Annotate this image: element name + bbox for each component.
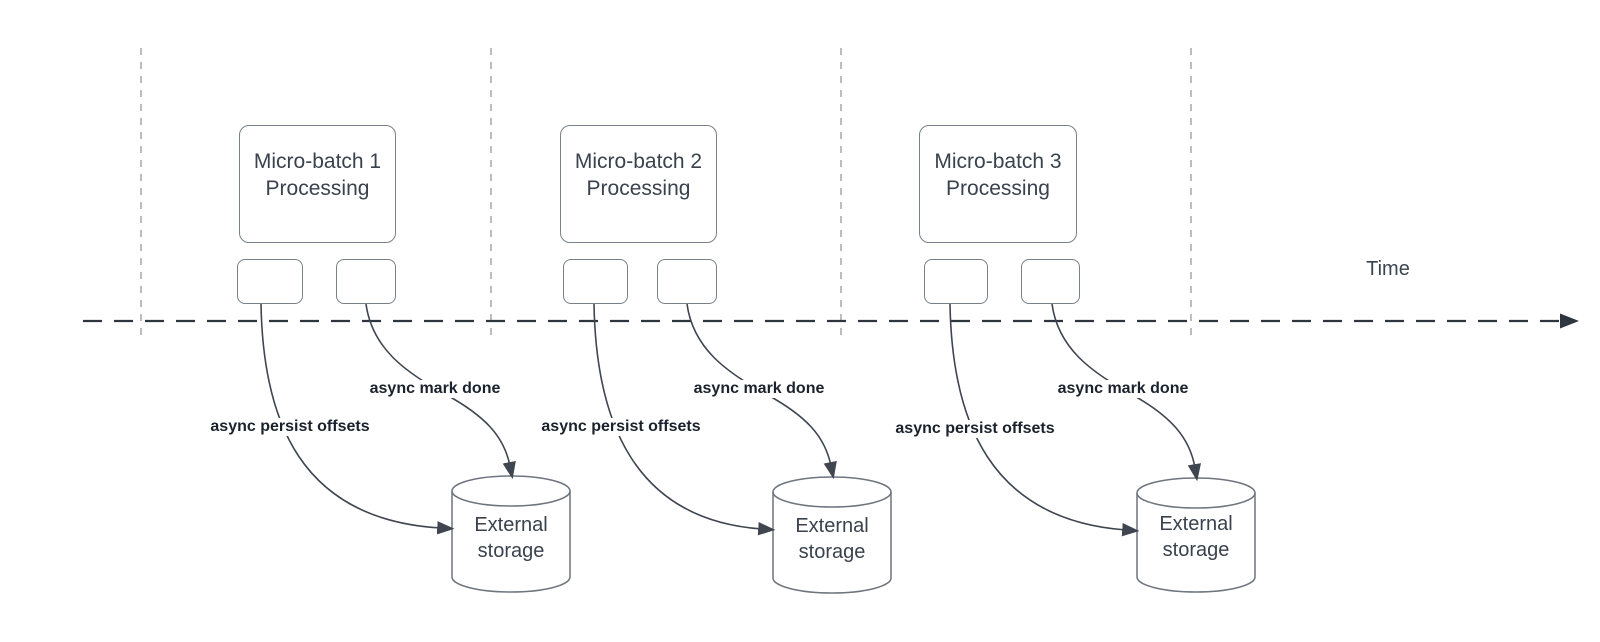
- external-storage-label-3-line2: storage: [1162, 539, 1230, 561]
- external-storage-cylinder-2: [772, 476, 892, 594]
- persist-offsets-arrow-3: [949, 303, 1140, 537]
- micro-batch-1-box: Micro-batch 1 Processing: [239, 125, 396, 243]
- external-storage-cylinder-2-rim: [772, 491, 892, 508]
- external-storage-label-2: External storage: [773, 497, 891, 573]
- micro-batch-2-title-line1: Micro-batch 2: [574, 150, 703, 173]
- external-storage-label-1-line2: storage: [477, 540, 545, 562]
- mark-done-label-1: async mark done: [366, 380, 504, 398]
- mark-done-label-3: async mark done: [1054, 380, 1192, 398]
- external-storage-label-1: External storage: [452, 496, 570, 572]
- external-storage-label-3-line1: External: [1159, 513, 1233, 535]
- micro-batch-1-title-line2: Processing: [265, 177, 370, 200]
- external-storage-label-3: External storage: [1137, 497, 1255, 569]
- mark-done-task-box-1: [336, 259, 396, 304]
- micro-batch-3-title-line2: Processing: [946, 177, 1050, 200]
- persist-offsets-label-2: async persist offsets: [538, 418, 704, 436]
- persist-offsets-arrow-1: [260, 303, 455, 535]
- mark-done-label-2: async mark done: [690, 380, 828, 398]
- external-storage-cylinder-1: [451, 475, 571, 593]
- external-storage-label-1-line1: External: [474, 514, 548, 536]
- persist-offsets-arrow-2: [593, 303, 776, 536]
- micro-batch-2-box: Micro-batch 2 Processing: [560, 125, 717, 243]
- external-storage-label-2-line1: External: [795, 515, 869, 537]
- time-axis-label: Time: [1366, 258, 1410, 280]
- timeline-arrowhead-icon: [1560, 313, 1579, 329]
- external-storage-cylinder-3-rim: [1136, 492, 1256, 509]
- micro-batch-3-box: Micro-batch 3 Processing: [919, 125, 1077, 243]
- persist-task-box-3: [924, 259, 988, 304]
- persist-offsets-label-3: async persist offsets: [892, 420, 1058, 438]
- external-storage-cylinder-1-rim: [451, 490, 571, 507]
- persist-task-box-1: [237, 259, 303, 304]
- external-storage-label-2-line2: storage: [798, 541, 866, 563]
- micro-batch-2-title-line2: Processing: [586, 177, 691, 200]
- persist-offsets-label-1: async persist offsets: [207, 418, 373, 436]
- persist-task-box-2: [563, 259, 628, 304]
- mark-done-task-box-3: [1021, 259, 1080, 304]
- micro-batch-3-title-line1: Micro-batch 3: [934, 150, 1062, 173]
- mark-done-task-box-2: [657, 259, 717, 304]
- micro-batch-1-title-line1: Micro-batch 1: [253, 150, 382, 173]
